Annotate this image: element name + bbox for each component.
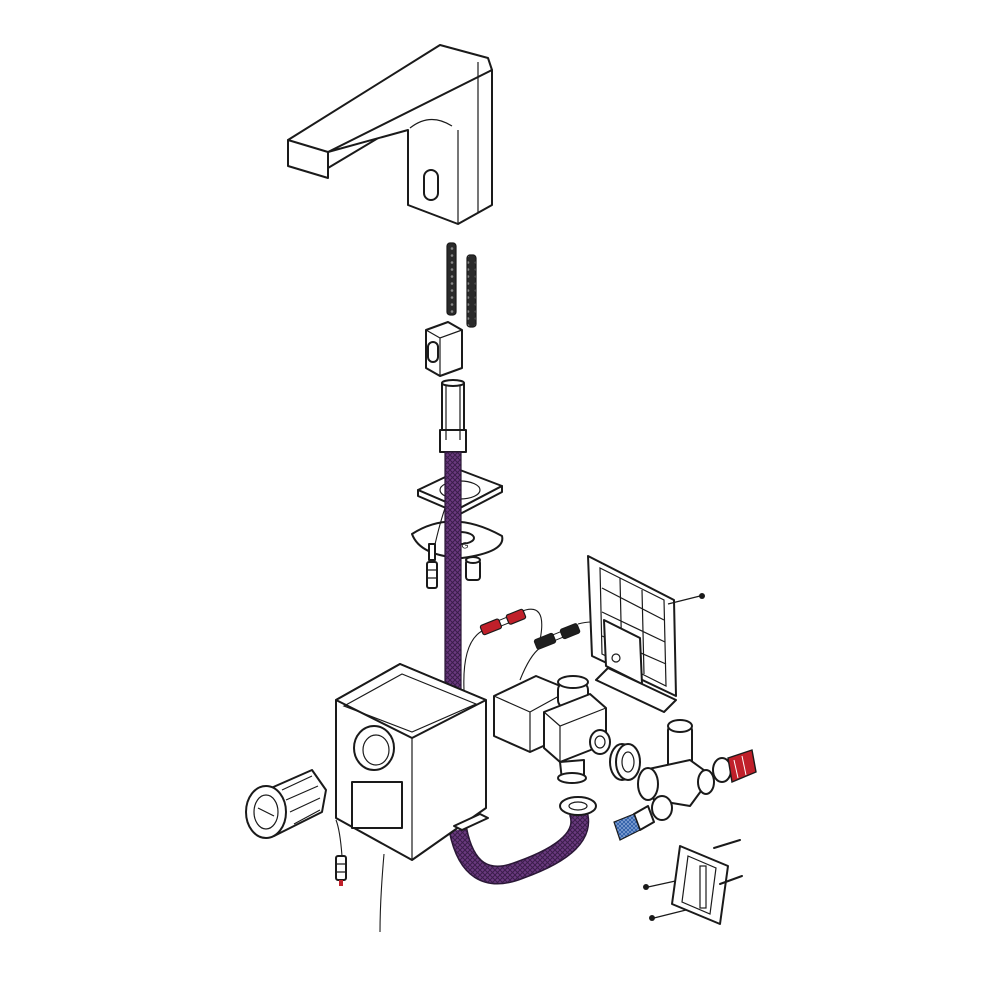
- braided-hose-icon: [444, 451, 590, 885]
- threaded-rod-icon: [446, 242, 477, 328]
- red-fitting-icon: [712, 749, 757, 783]
- valve-icon: [493, 675, 611, 784]
- tee-fitting-icon: [637, 719, 715, 821]
- svg-text:G: G: [461, 540, 470, 551]
- spout: [287, 44, 493, 225]
- square-nut-icon: [425, 321, 463, 377]
- cube-box-icon: [335, 663, 489, 933]
- power-plug-icon: [335, 819, 347, 886]
- rect-plate-icon: [671, 839, 743, 925]
- tube-icon: [439, 379, 467, 453]
- blue-fitting-icon: [613, 805, 655, 841]
- red-plug-icon: [463, 608, 543, 691]
- cylinder-cap-icon: [245, 769, 327, 839]
- sensor-window-icon: [423, 169, 439, 201]
- ring-nut-icon: [609, 743, 641, 781]
- hose-nut-icon: [559, 796, 597, 816]
- nut-icon: [465, 556, 481, 581]
- grid-bracket-icon: [587, 555, 677, 713]
